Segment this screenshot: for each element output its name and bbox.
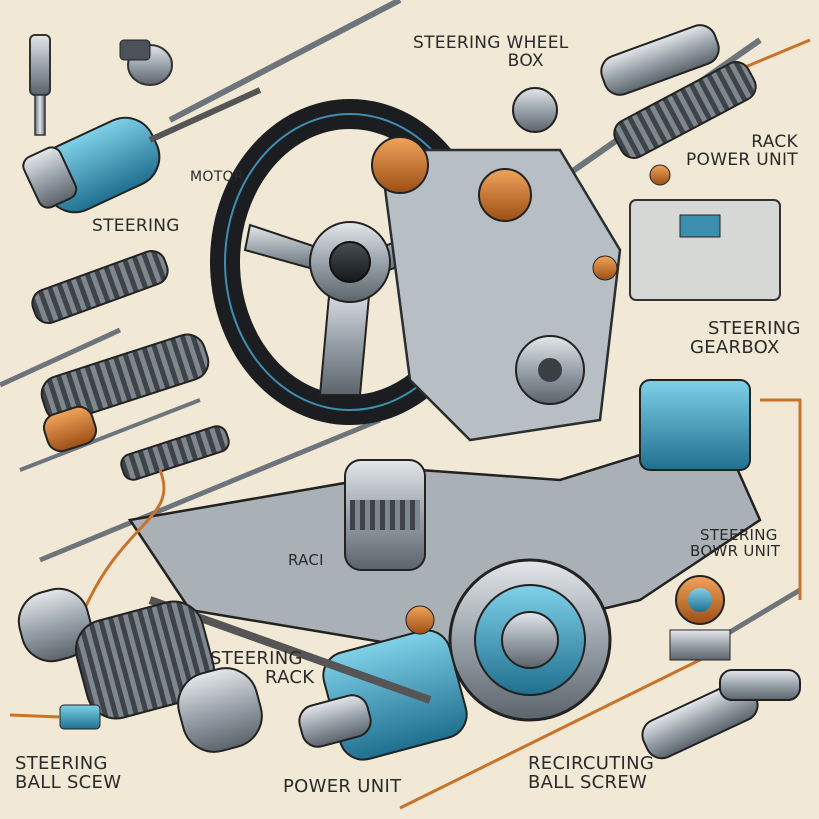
ball-screw-icon [9, 587, 263, 753]
label-power-unit: POWER UNIT [283, 776, 402, 797]
label-line: RACK [265, 666, 315, 688]
label-steering-bowr-unit: STEERING BOWR UNIT [690, 526, 781, 560]
label-steering-top-left: STEERING [92, 216, 180, 236]
label-steering-gearbox: STEERING GEARBOX [690, 318, 801, 358]
recirculating-ball-assembly [641, 398, 802, 760]
label-line: STEERING WHEEL [413, 33, 569, 53]
top-right-assembly [512, 24, 757, 186]
sensor-icon [29, 34, 173, 136]
label-line: BALL SCEW [15, 771, 122, 793]
label-line: BOWR UNIT [690, 541, 781, 560]
label-recircuting-ball-screw: RECIRCUTING BALL SCREW [528, 753, 655, 793]
label-line: POWER UNIT [686, 149, 798, 170]
label-steering-ball-screw: STEERING BALL SCEW [15, 753, 122, 793]
label-steering-wheel-box: STEERING WHEEL BOX [413, 33, 569, 71]
label-line: GEARBOX [690, 336, 780, 358]
label-steering-rack: STEERING RACK [210, 648, 315, 688]
label-line: STEERING [700, 526, 778, 544]
motor-icon [22, 87, 262, 214]
label-rack-middle: RACI [288, 551, 324, 569]
label-line: RECIRCUTING [528, 753, 655, 774]
gearbox-icon [371, 136, 781, 442]
label-line: STEERING [708, 318, 801, 339]
label-line: BOX [507, 50, 544, 71]
label-rack-power-unit: RACK POWER UNIT [686, 132, 798, 170]
label-line: STEERING [210, 648, 303, 669]
power-unit-icon [78, 379, 762, 761]
rack-icon [31, 250, 230, 481]
label-line: RACK [751, 132, 798, 152]
label-line: BALL SCREW [528, 771, 648, 793]
label-motor: MOTOR [190, 169, 244, 185]
label-line: STEERING [15, 753, 108, 774]
